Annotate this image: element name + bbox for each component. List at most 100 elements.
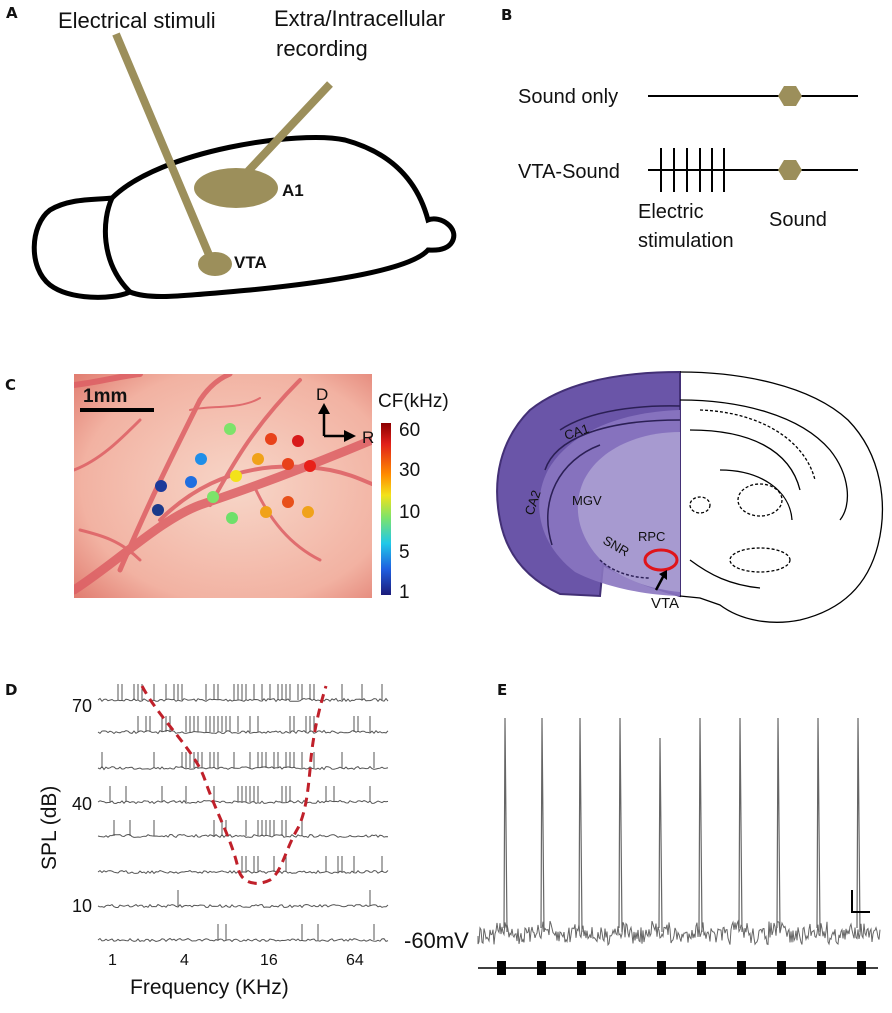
spl-trace [97,903,389,909]
panel-e: E -60mV [404,681,881,975]
scale-bar-label: 1mm [83,386,127,407]
sound-stimulus-block [497,961,506,975]
sound-stimulus-block [537,961,546,975]
action-potential [503,717,508,933]
spl-trace [97,833,389,839]
resting-potential-label: -60mV [404,928,469,953]
spl-trace [97,697,389,703]
a1-label: A1 [282,181,304,200]
vta-pointer [654,574,666,591]
sound-marker-1 [778,86,802,106]
atlas-label-mgv: MGV [572,493,602,508]
action-potential [540,717,545,933]
x-axis-label: Frequency (KHz) [130,976,289,999]
panel-b: B Sound only VTA-Sound Electric stimulat… [501,6,858,252]
vta-region [198,252,232,276]
panel-letter-e: E [497,681,507,699]
sound-stimulus-block [617,961,626,975]
action-potential [578,717,583,933]
colorbar-tick-10: 10 [399,502,420,523]
x-tick-16: 16 [260,952,278,969]
scale-bar-e [851,890,870,913]
cortex-image: 1mm D R [74,374,374,598]
spike-train [117,684,383,700]
spl-trace [97,937,389,943]
spike-train [177,890,371,906]
atlas-label-ca2: CA2 [522,488,544,517]
colorbar-tick-1: 1 [399,582,410,603]
action-potential [816,717,821,933]
vta-circle [643,548,679,572]
tuning-curve [140,685,328,885]
colorbar-tick-5: 5 [399,542,410,563]
spl-trace [97,765,389,771]
sound-stimulus-block [777,961,786,975]
recording-sites [152,423,316,524]
colorbar-title: CF(kHz) [378,391,449,412]
action-potential [658,737,663,933]
spike-train [137,716,371,732]
rostral-arrowhead [344,430,356,442]
sound-stimuli [497,961,866,975]
panel-letter-d: D [5,681,17,699]
sound-stimulus-block [737,961,746,975]
panel-c: C 1mm D R [5,370,883,623]
spike-train [217,924,375,940]
y-tick-40: 40 [72,794,92,814]
action-potential [738,717,743,933]
sound-stimulus-block [577,961,586,975]
row-vta-sound-label: VTA-Sound [518,161,620,183]
dorsal-arrowhead [318,403,330,414]
spl-trace [97,799,389,805]
stim-label: Electrical stimuli [58,8,216,33]
coronal-section-stained: CA1 CA2 MGV SNR RPC [496,370,681,598]
x-tick-1: 1 [108,952,117,969]
panel-letter-c: C [5,376,16,394]
brain-fold [102,196,132,294]
action-potential [698,717,703,933]
panel-letter-a: A [6,4,18,22]
spike-train [241,856,383,872]
coronal-section-atlas [679,371,883,623]
panel-a: A Electrical stimuli Extra/Intracellular… [6,4,457,300]
panel-letter-b: B [501,6,512,24]
sound-stimulus-block [697,961,706,975]
sound-stimulus-block [857,961,866,975]
vta-pointer-head [659,570,667,580]
spike-train [101,752,375,768]
panel-d: D SPL (dB) 70 40 10 1 4 16 64 Frequency … [5,681,389,999]
sound-marker-2 [778,160,802,180]
colorbar [381,423,391,595]
action-potential [856,717,861,933]
recording-label-line2: recording [276,36,368,61]
y-axis-label: SPL (dB) [38,786,61,870]
electric-label-line2: stimulation [638,230,734,252]
y-tick-10: 10 [72,896,92,916]
action-potential [776,717,781,933]
stimulation-electrode [112,32,216,264]
x-tick-64: 64 [346,952,364,969]
brain-outline [31,135,457,300]
electric-label-line1: Electric [638,201,704,223]
sound-stimulus-block [657,961,666,975]
spl-trace [97,869,389,875]
sound-label: Sound [769,209,827,231]
row-sound-only-label: Sound only [518,86,618,108]
spike-train [113,820,303,836]
recording-electrode [233,81,333,187]
x-tick-4: 4 [180,952,189,969]
spl-trace [97,729,389,735]
spl-traces [97,684,389,943]
membrane-trace [477,717,881,947]
recording-label-line1: Extra/Intracellular [274,6,445,31]
action-potential [618,717,623,933]
vta-label: VTA [234,253,267,272]
sound-stimulus-block [817,961,826,975]
spike-train [109,786,371,802]
y-tick-70: 70 [72,696,92,716]
atlas-vta-label: VTA [651,595,679,612]
stim-pulses [660,148,725,192]
colorbar-tick-30: 30 [399,460,420,481]
atlas-label-rpc: RPC [638,529,665,544]
